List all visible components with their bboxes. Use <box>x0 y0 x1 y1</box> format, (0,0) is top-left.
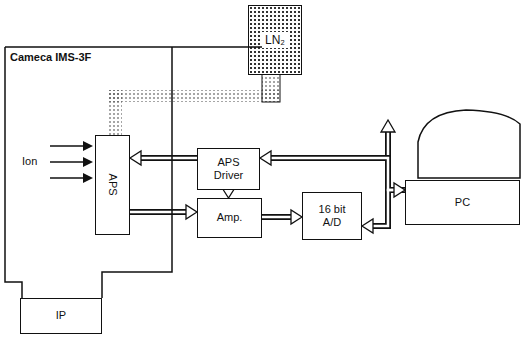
housing-line <box>5 47 262 298</box>
arrow-head <box>291 210 302 224</box>
detector-box: APS <box>95 135 130 235</box>
connector-inner <box>271 158 405 190</box>
computer-box: PC <box>405 180 520 225</box>
beam-label: Ion <box>22 155 37 167</box>
node-label: 16 bit A/D <box>312 203 352 229</box>
converter-box: 16 bit A/D <box>302 192 362 240</box>
driver-box: APS Driver <box>197 148 260 190</box>
arrow-head <box>362 219 373 233</box>
amplifier-box: Amp. <box>197 198 262 238</box>
connector-inner <box>141 157 197 160</box>
connector <box>262 214 291 220</box>
cold-finger <box>108 74 280 136</box>
node-label: Amp. <box>217 211 243 224</box>
node-label: PC <box>455 196 470 209</box>
arrow-head <box>186 205 197 219</box>
connector <box>373 190 394 226</box>
node-label: APS <box>106 174 119 196</box>
arrow-head <box>394 183 405 197</box>
node-label: IP <box>56 309 66 322</box>
arrow-head <box>260 151 271 165</box>
connector <box>130 209 186 215</box>
monitor-screen <box>418 110 520 178</box>
dewar: LN₂ <box>248 5 302 75</box>
arrow-head <box>130 151 141 165</box>
connector <box>271 158 405 190</box>
connector-inner <box>373 190 394 226</box>
connector-inner <box>130 211 186 214</box>
pump-box: IP <box>20 298 102 334</box>
connector <box>141 155 197 161</box>
node-label: APS Driver <box>206 156 252 182</box>
node-label: Cameca IMS-3F <box>10 51 91 64</box>
connector-inner <box>262 216 291 219</box>
ion-arrows <box>50 141 93 183</box>
node-label: LN₂ <box>262 32 288 48</box>
